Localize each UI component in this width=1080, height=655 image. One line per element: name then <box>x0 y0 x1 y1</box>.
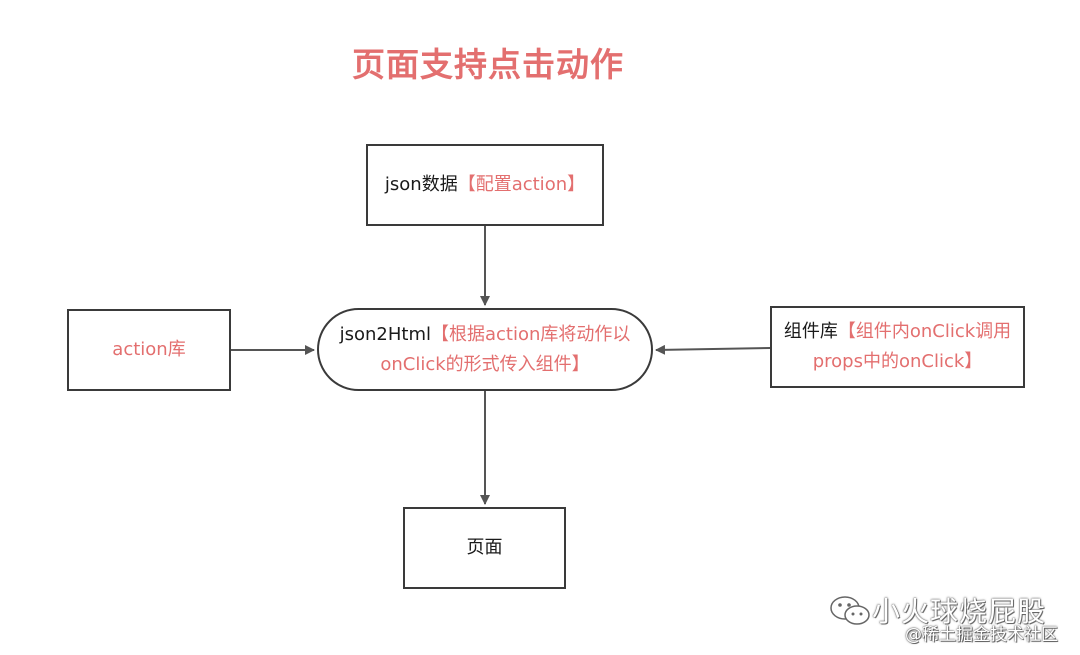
wechat-icon <box>830 596 870 625</box>
node-component-lib-label: 组件库 <box>783 321 838 342</box>
diagram-title: 页面支持点击动作 <box>352 45 624 84</box>
node-json-data-label: json数据 <box>384 174 458 195</box>
node-json2html-note-line2: onClick的形式传入组件】 <box>380 353 590 375</box>
node-json2html: json2Html【根据action库将动作以 onClick的形式传入组件】 <box>317 308 653 391</box>
node-json2html-note-line1: 【根据action库将动作以 <box>430 323 631 345</box>
edge-comp-to-core <box>655 344 771 355</box>
node-action-lib-label: action库 <box>112 339 186 360</box>
node-json-data: json数据【配置action】 <box>366 144 604 226</box>
node-component-lib-note-line2: props中的onClick】 <box>812 351 983 372</box>
node-component-lib-note-line1: 【组件内onClick调用 <box>837 321 1012 342</box>
node-json2html-label: json2Html <box>339 323 431 345</box>
watermark-community: @稀土掘金技术社区 <box>905 625 1058 645</box>
watermark-author: 小火球烧屁股 <box>871 595 1046 628</box>
node-component-lib: 组件库【组件内onClick调用 props中的onClick】 <box>770 306 1025 388</box>
node-page: 页面 <box>403 507 566 589</box>
node-page-label: 页面 <box>466 537 503 558</box>
node-action-lib: action库 <box>67 309 231 391</box>
node-json-data-note: 【配置action】 <box>457 174 586 195</box>
